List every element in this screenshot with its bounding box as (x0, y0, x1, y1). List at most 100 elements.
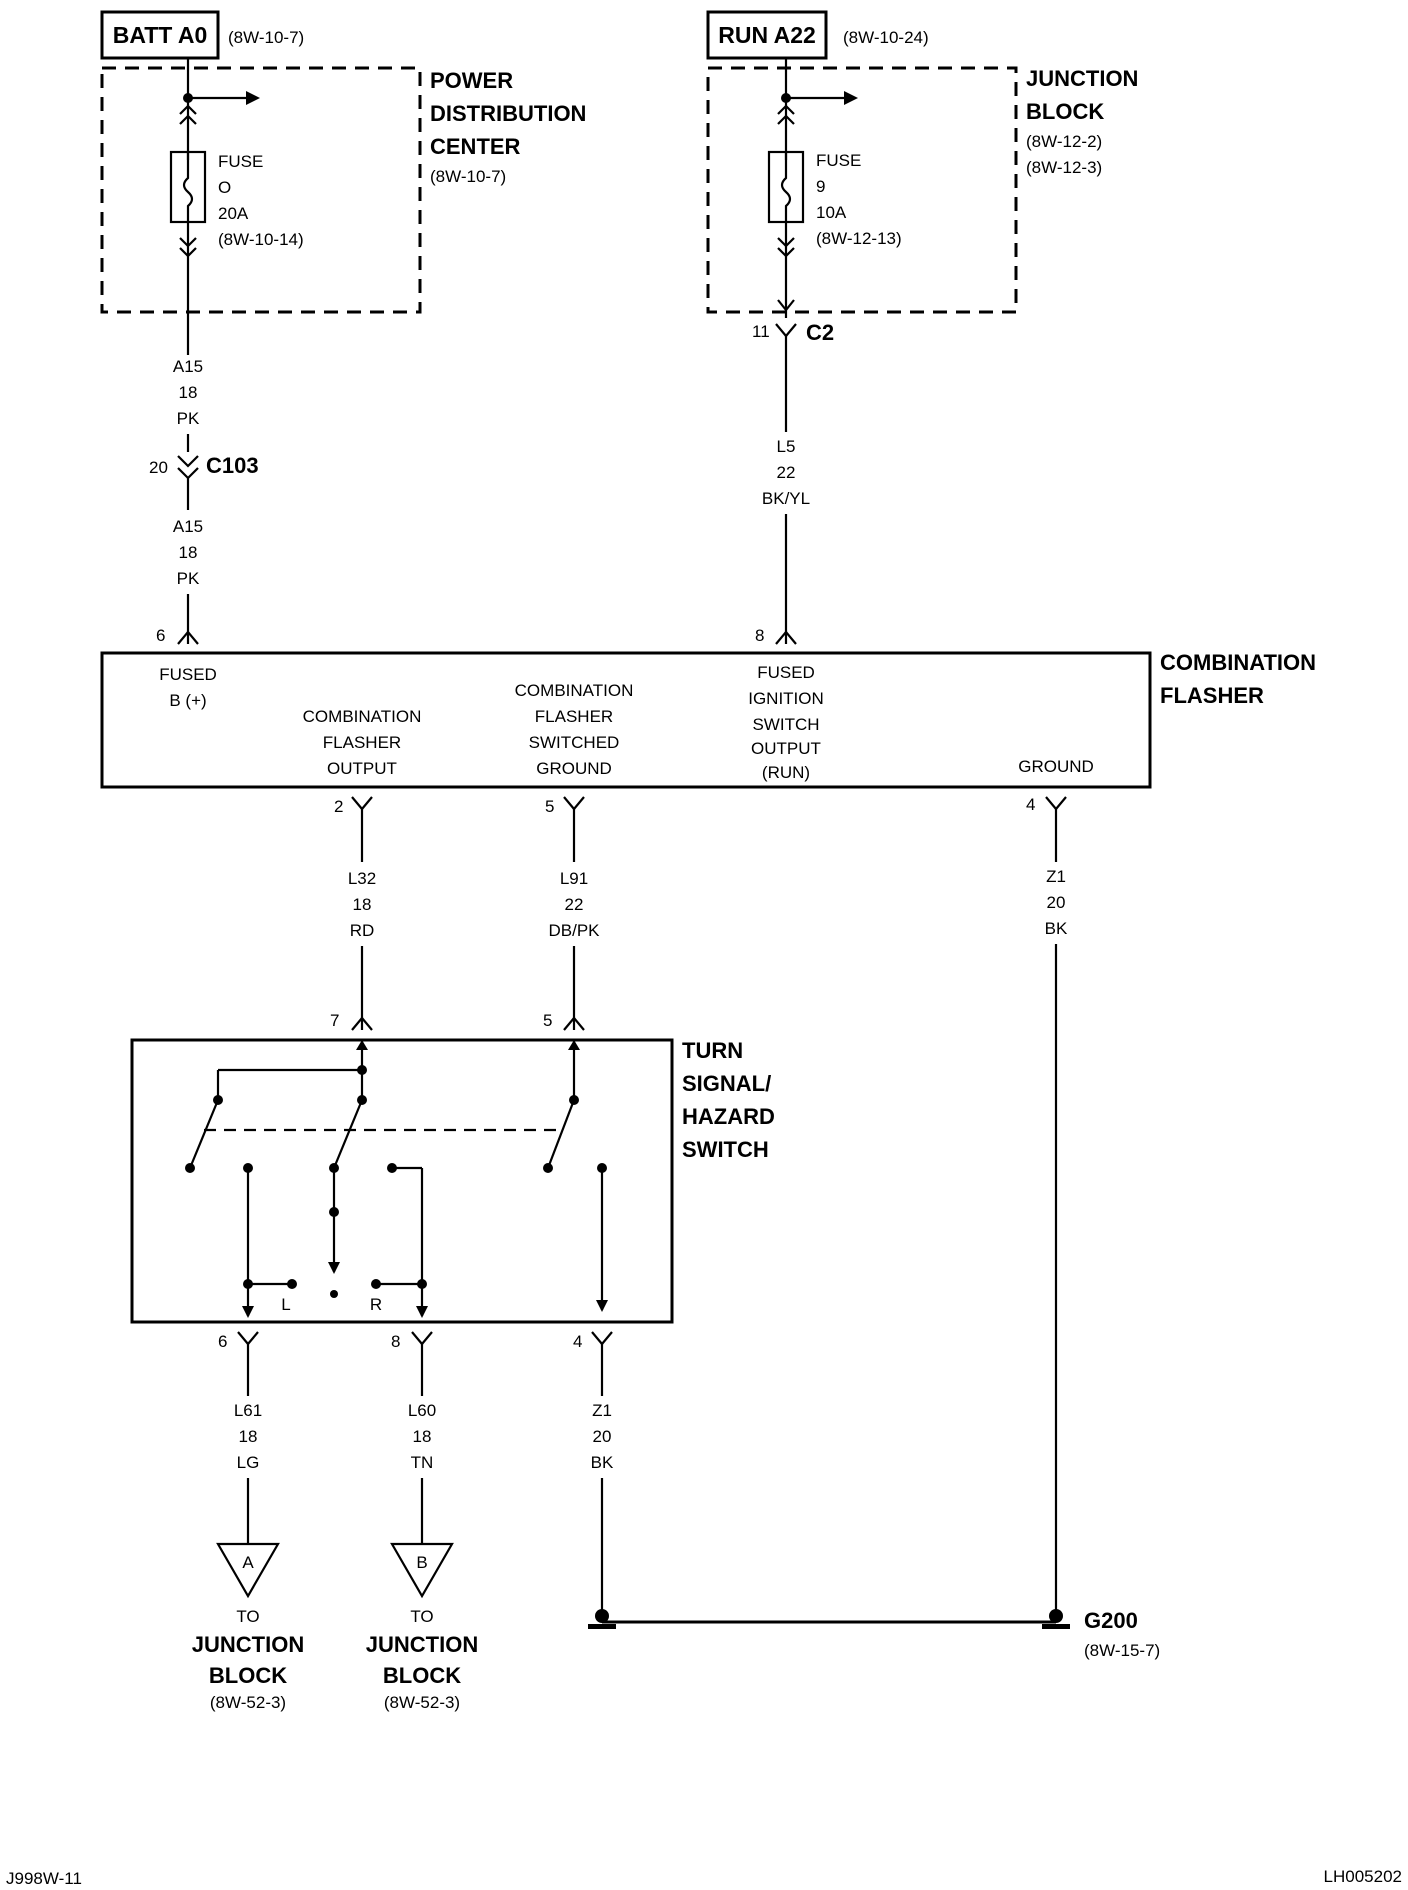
terminal-a: A TO JUNCTION BLOCK (8W-52-3) (192, 1542, 304, 1712)
switch-pin-7: 7 (330, 1011, 339, 1030)
wire-l32-gauge: 18 (353, 895, 372, 914)
batt-a0-source: BATT A0 (8W-10-7) (100, 10, 304, 60)
wire-z1-flasher-id: Z1 (1046, 867, 1066, 886)
ign-label-3: SWITCH (752, 715, 819, 734)
jb-ref-2: (8W-12-3) (1026, 158, 1102, 177)
sw-ground-label-1: COMBINATION (515, 681, 634, 700)
combination-flasher: COMBINATION FLASHER FUSED B (+) COMBINAT… (100, 650, 1316, 789)
wire-z1-switch-id: Z1 (592, 1401, 612, 1420)
output-label-3: OUTPUT (327, 759, 397, 778)
switch-title-3: HAZARD (682, 1104, 775, 1129)
terminal-b: B TO JUNCTION BLOCK (8W-52-3) (366, 1542, 478, 1712)
wire-l32-color: RD (350, 921, 375, 940)
ground-g200: G200 (8W-15-7) (588, 1608, 1160, 1660)
flasher-pin-4: 4 (1026, 795, 1035, 814)
wire-l61-id: L61 (234, 1401, 262, 1420)
terminal-b-letter: B (416, 1553, 427, 1572)
ign-label-4: OUTPUT (751, 739, 821, 758)
c2-pin: 11 (752, 322, 770, 341)
terminal-b-dest-1: JUNCTION (366, 1632, 478, 1657)
switch-title-2: SIGNAL/ (682, 1071, 771, 1096)
fuse-o-label: FUSE (218, 152, 263, 171)
fuse-o-ref: (8W-10-14) (218, 230, 304, 249)
connector-c2: 11 C2 (752, 320, 834, 345)
junction-block: JUNCTION BLOCK (8W-12-2) (8W-12-3) FUSE … (706, 58, 1138, 318)
flasher-title-2: FLASHER (1160, 683, 1264, 708)
fused-b-label-2: B (+) (169, 691, 206, 710)
fuse-9-rating: 10A (816, 203, 847, 222)
sw-ground-label-2: FLASHER (535, 707, 613, 726)
pdc-title-2: DISTRIBUTION (430, 101, 586, 126)
fuse-9-ref: (8W-12-13) (816, 229, 902, 248)
footer-left-code: J998W-11 (6, 1869, 82, 1888)
wire-l91-gauge: 22 (565, 895, 584, 914)
flasher-pin-2: 2 (334, 797, 343, 816)
wire-l60-gauge: 18 (413, 1427, 432, 1446)
terminal-a-to: TO (236, 1607, 259, 1626)
batt-ref: (8W-10-7) (228, 28, 304, 47)
wire-a15-upper-id: A15 (173, 357, 203, 376)
ground-label: GROUND (1018, 757, 1094, 776)
wire-a15-upper-color: PK (177, 409, 200, 428)
g200-name: G200 (1084, 1608, 1138, 1633)
fuse-o-id: O (218, 178, 231, 197)
connector-c103: 20 C103 (149, 453, 259, 480)
terminal-b-dest-2: BLOCK (383, 1663, 461, 1688)
terminal-a-ref: (8W-52-3) (210, 1693, 286, 1712)
wire-l60-id: L60 (408, 1401, 436, 1420)
switch-label-l: L (281, 1295, 290, 1314)
terminal-a-letter: A (242, 1553, 254, 1572)
c103-pin: 20 (149, 458, 168, 477)
wire-z1-switch-color: BK (591, 1453, 614, 1472)
wire-l5-id: L5 (777, 437, 796, 456)
sw-ground-label-4: GROUND (536, 759, 612, 778)
output-label-1: COMBINATION (303, 707, 422, 726)
switch-pin-6: 6 (218, 1332, 227, 1351)
pdc-title-3: CENTER (430, 134, 521, 159)
terminal-a-dest-1: JUNCTION (192, 1632, 304, 1657)
turn-signal-hazard-switch: TURN SIGNAL/ HAZARD SWITCH (130, 1038, 775, 1324)
ign-label-1: FUSED (757, 663, 815, 682)
switch-label-r: R (370, 1295, 382, 1314)
wire-z1-flasher-gauge: 20 (1047, 893, 1066, 912)
wire-l61-color: LG (237, 1453, 260, 1472)
g200-ref: (8W-15-7) (1084, 1641, 1160, 1660)
jb-ref-1: (8W-12-2) (1026, 132, 1102, 151)
flasher-pin-5: 5 (545, 797, 554, 816)
fused-b-label-1: FUSED (159, 665, 217, 684)
wire-a15-upper-gauge: 18 (179, 383, 198, 402)
ign-label-5: (RUN) (762, 763, 810, 782)
output-label-2: FLASHER (323, 733, 401, 752)
terminal-a-dest-2: BLOCK (209, 1663, 287, 1688)
sw-ground-label-3: SWITCHED (529, 733, 620, 752)
batt-label: BATT A0 (113, 22, 208, 48)
wire-l91-id: L91 (560, 869, 588, 888)
switch-title-1: TURN (682, 1038, 743, 1063)
flasher-title-1: COMBINATION (1160, 650, 1316, 675)
run-label: RUN A22 (718, 22, 816, 48)
switch-pin-8: 8 (391, 1332, 400, 1351)
wire-z1-switch-gauge: 20 (593, 1427, 612, 1446)
wire-a15-lower-gauge: 18 (179, 543, 198, 562)
wire-l91-color: DB/PK (548, 921, 600, 940)
flasher-pin-8: 8 (755, 626, 764, 645)
fuse-o-rating: 20A (218, 204, 249, 223)
terminal-b-ref: (8W-52-3) (384, 1693, 460, 1712)
wire-a15-lower-id: A15 (173, 517, 203, 536)
wire-a15-lower-color: PK (177, 569, 200, 588)
switch-pin-4: 4 (573, 1332, 582, 1351)
wire-l5-gauge: 22 (777, 463, 796, 482)
c2-name: C2 (806, 320, 834, 345)
pdc-title-1: POWER (430, 68, 513, 93)
fuse-9-id: 9 (816, 177, 825, 196)
run-ref: (8W-10-24) (843, 28, 929, 47)
footer-right-code: LH005202 (1324, 1867, 1402, 1886)
switch-title-4: SWITCH (682, 1137, 769, 1162)
fuse-9-label: FUSE (816, 151, 861, 170)
terminal-b-to: TO (410, 1607, 433, 1626)
wire-l32-id: L32 (348, 869, 376, 888)
flasher-pin-6: 6 (156, 626, 165, 645)
ign-label-2: IGNITION (748, 689, 824, 708)
jb-title-1: JUNCTION (1026, 66, 1138, 91)
